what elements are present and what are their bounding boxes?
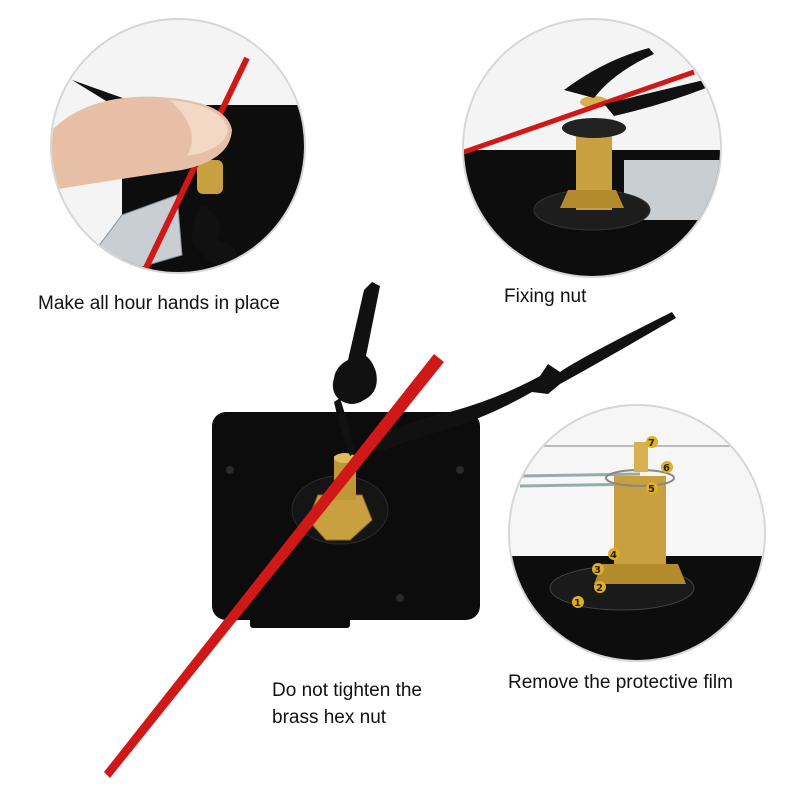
brass-shaft	[197, 160, 223, 194]
part-number-4: 4	[610, 550, 617, 561]
screw-hole	[226, 466, 234, 474]
protective-film-detail-illustration: 1 2 3 4 5 6 7	[510, 406, 764, 660]
hand-shaft-line	[519, 472, 641, 478]
hanger-bracket	[91, 194, 183, 272]
hour-hand-detail-illustration	[52, 20, 304, 272]
part-marker-2: 2	[594, 581, 606, 594]
caption-do-not-tighten-line2: brass hex nut	[272, 707, 387, 728]
part-marker-5: 5	[646, 482, 658, 495]
brass-hex-nut	[560, 190, 624, 208]
part-marker-1: 1	[572, 596, 584, 609]
caption-hour-hands: Make all hour hands in place	[38, 293, 280, 314]
part-marker-6: 6	[661, 461, 673, 474]
part-marker-4: 4	[608, 548, 620, 561]
part-number-1: 1	[574, 598, 581, 609]
fingernail	[170, 100, 228, 156]
fixing-nut-detail-illustration	[464, 20, 720, 276]
second-hand	[104, 354, 444, 778]
part-marker-7: 7	[646, 436, 658, 449]
caption-fixing-nut: Fixing nut	[504, 286, 587, 307]
part-number-7: 7	[648, 438, 655, 449]
hour-hand	[564, 48, 654, 98]
screw-hole	[396, 594, 404, 602]
part-number-5: 5	[648, 484, 655, 495]
part-marker-3: 3	[592, 563, 604, 576]
movement-tab	[250, 600, 350, 628]
minute-hand	[604, 80, 706, 116]
screw-hole	[456, 466, 464, 474]
fixing-nut	[562, 118, 626, 138]
brass-threaded-shaft	[614, 476, 666, 576]
minute-hand-ornament	[192, 205, 238, 267]
caption-do-not-tighten-line1: Do not tighten the	[272, 680, 422, 701]
hour-hand-stem	[334, 398, 356, 456]
caption-remove-film: Remove the protective film	[508, 672, 733, 693]
part-number-3: 3	[594, 565, 601, 576]
part-number-6: 6	[663, 463, 670, 474]
part-number-2: 2	[596, 583, 603, 594]
cap-nut	[634, 442, 648, 472]
detail-circle-hour-hands	[50, 18, 306, 274]
detail-circle-protective-film: 1 2 3 4 5 6 7	[508, 404, 766, 662]
second-hand	[464, 69, 695, 155]
detail-circle-fixing-nut	[462, 18, 722, 278]
brass-hex-nut	[594, 564, 686, 584]
minute-hand	[370, 312, 676, 452]
hour-hand	[332, 282, 380, 404]
